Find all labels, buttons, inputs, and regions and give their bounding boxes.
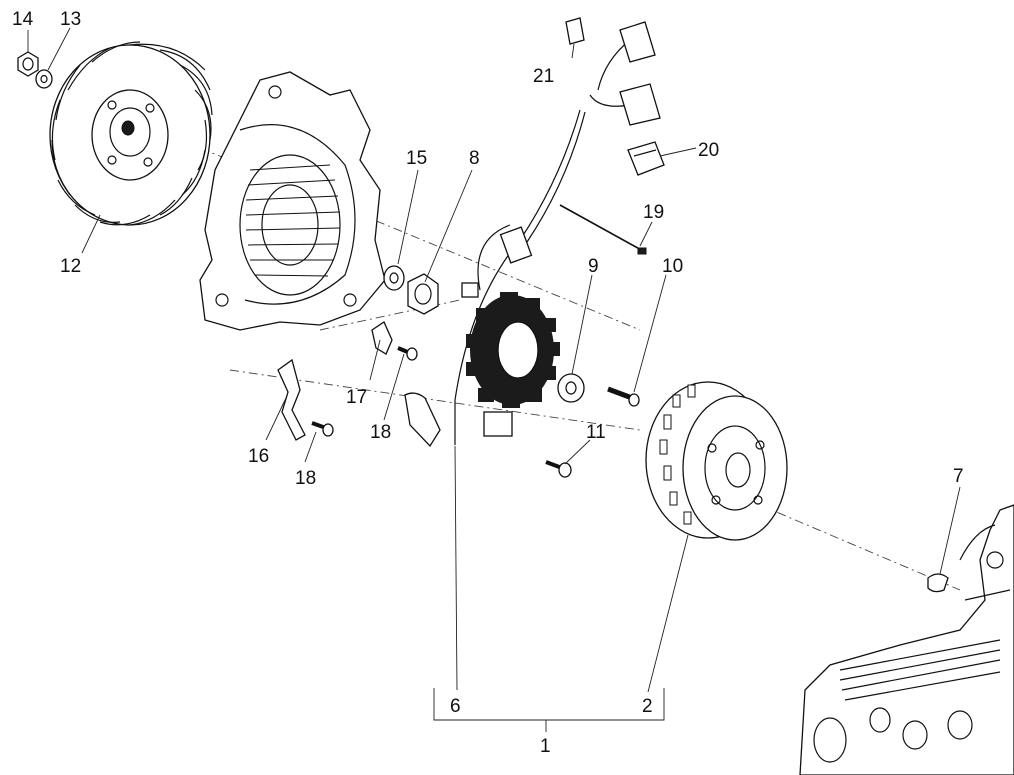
wire-bracket [371,321,393,355]
callout-21: 21 [533,66,554,87]
leader-lines [27,27,961,732]
woodruff-key [927,573,949,593]
callout-12: 12 [60,256,81,277]
callout-2: 2 [642,696,653,717]
pickup-screw [545,460,572,478]
callout-9: 9 [588,256,599,277]
callout-1: 1 [540,736,551,757]
flywheel-rotor [645,381,788,541]
fan-nut [17,51,39,77]
stator-screw [607,386,640,407]
cooling-fan [49,41,213,226]
connector-clip [627,141,665,176]
callout-7: 7 [953,466,964,487]
engine-block [799,504,1014,775]
engine-cover [199,71,386,331]
flywheel-nut [407,273,439,315]
screws [311,346,640,478]
stator [466,292,560,408]
wiring-harness [404,21,661,448]
bracket-screw-upper [397,346,418,361]
stator-washer [557,373,585,403]
callout-8: 8 [469,148,480,169]
spacer-washer [383,265,405,291]
callout-15: 15 [406,148,427,169]
callout-10: 10 [662,256,683,277]
bracket-screw-lower [311,421,334,437]
callout-16: 16 [248,446,269,467]
fan-washer [35,69,53,89]
callout-18-upper: 18 [370,422,391,443]
callout-20: 20 [698,140,719,161]
callout-19: 19 [643,202,664,223]
connector-cap [565,17,585,45]
callout-6: 6 [450,696,461,717]
cable-tie [559,204,647,255]
cable-guide-plate [277,358,306,441]
callout-14: 14 [12,9,34,30]
callout-11: 11 [586,422,606,443]
callout-13: 13 [60,9,81,30]
callouts: 14 13 12 15 8 21 20 19 9 10 17 18 16 18 … [12,9,964,757]
callout-18-lower: 18 [295,468,316,489]
callout-17: 17 [346,387,367,408]
